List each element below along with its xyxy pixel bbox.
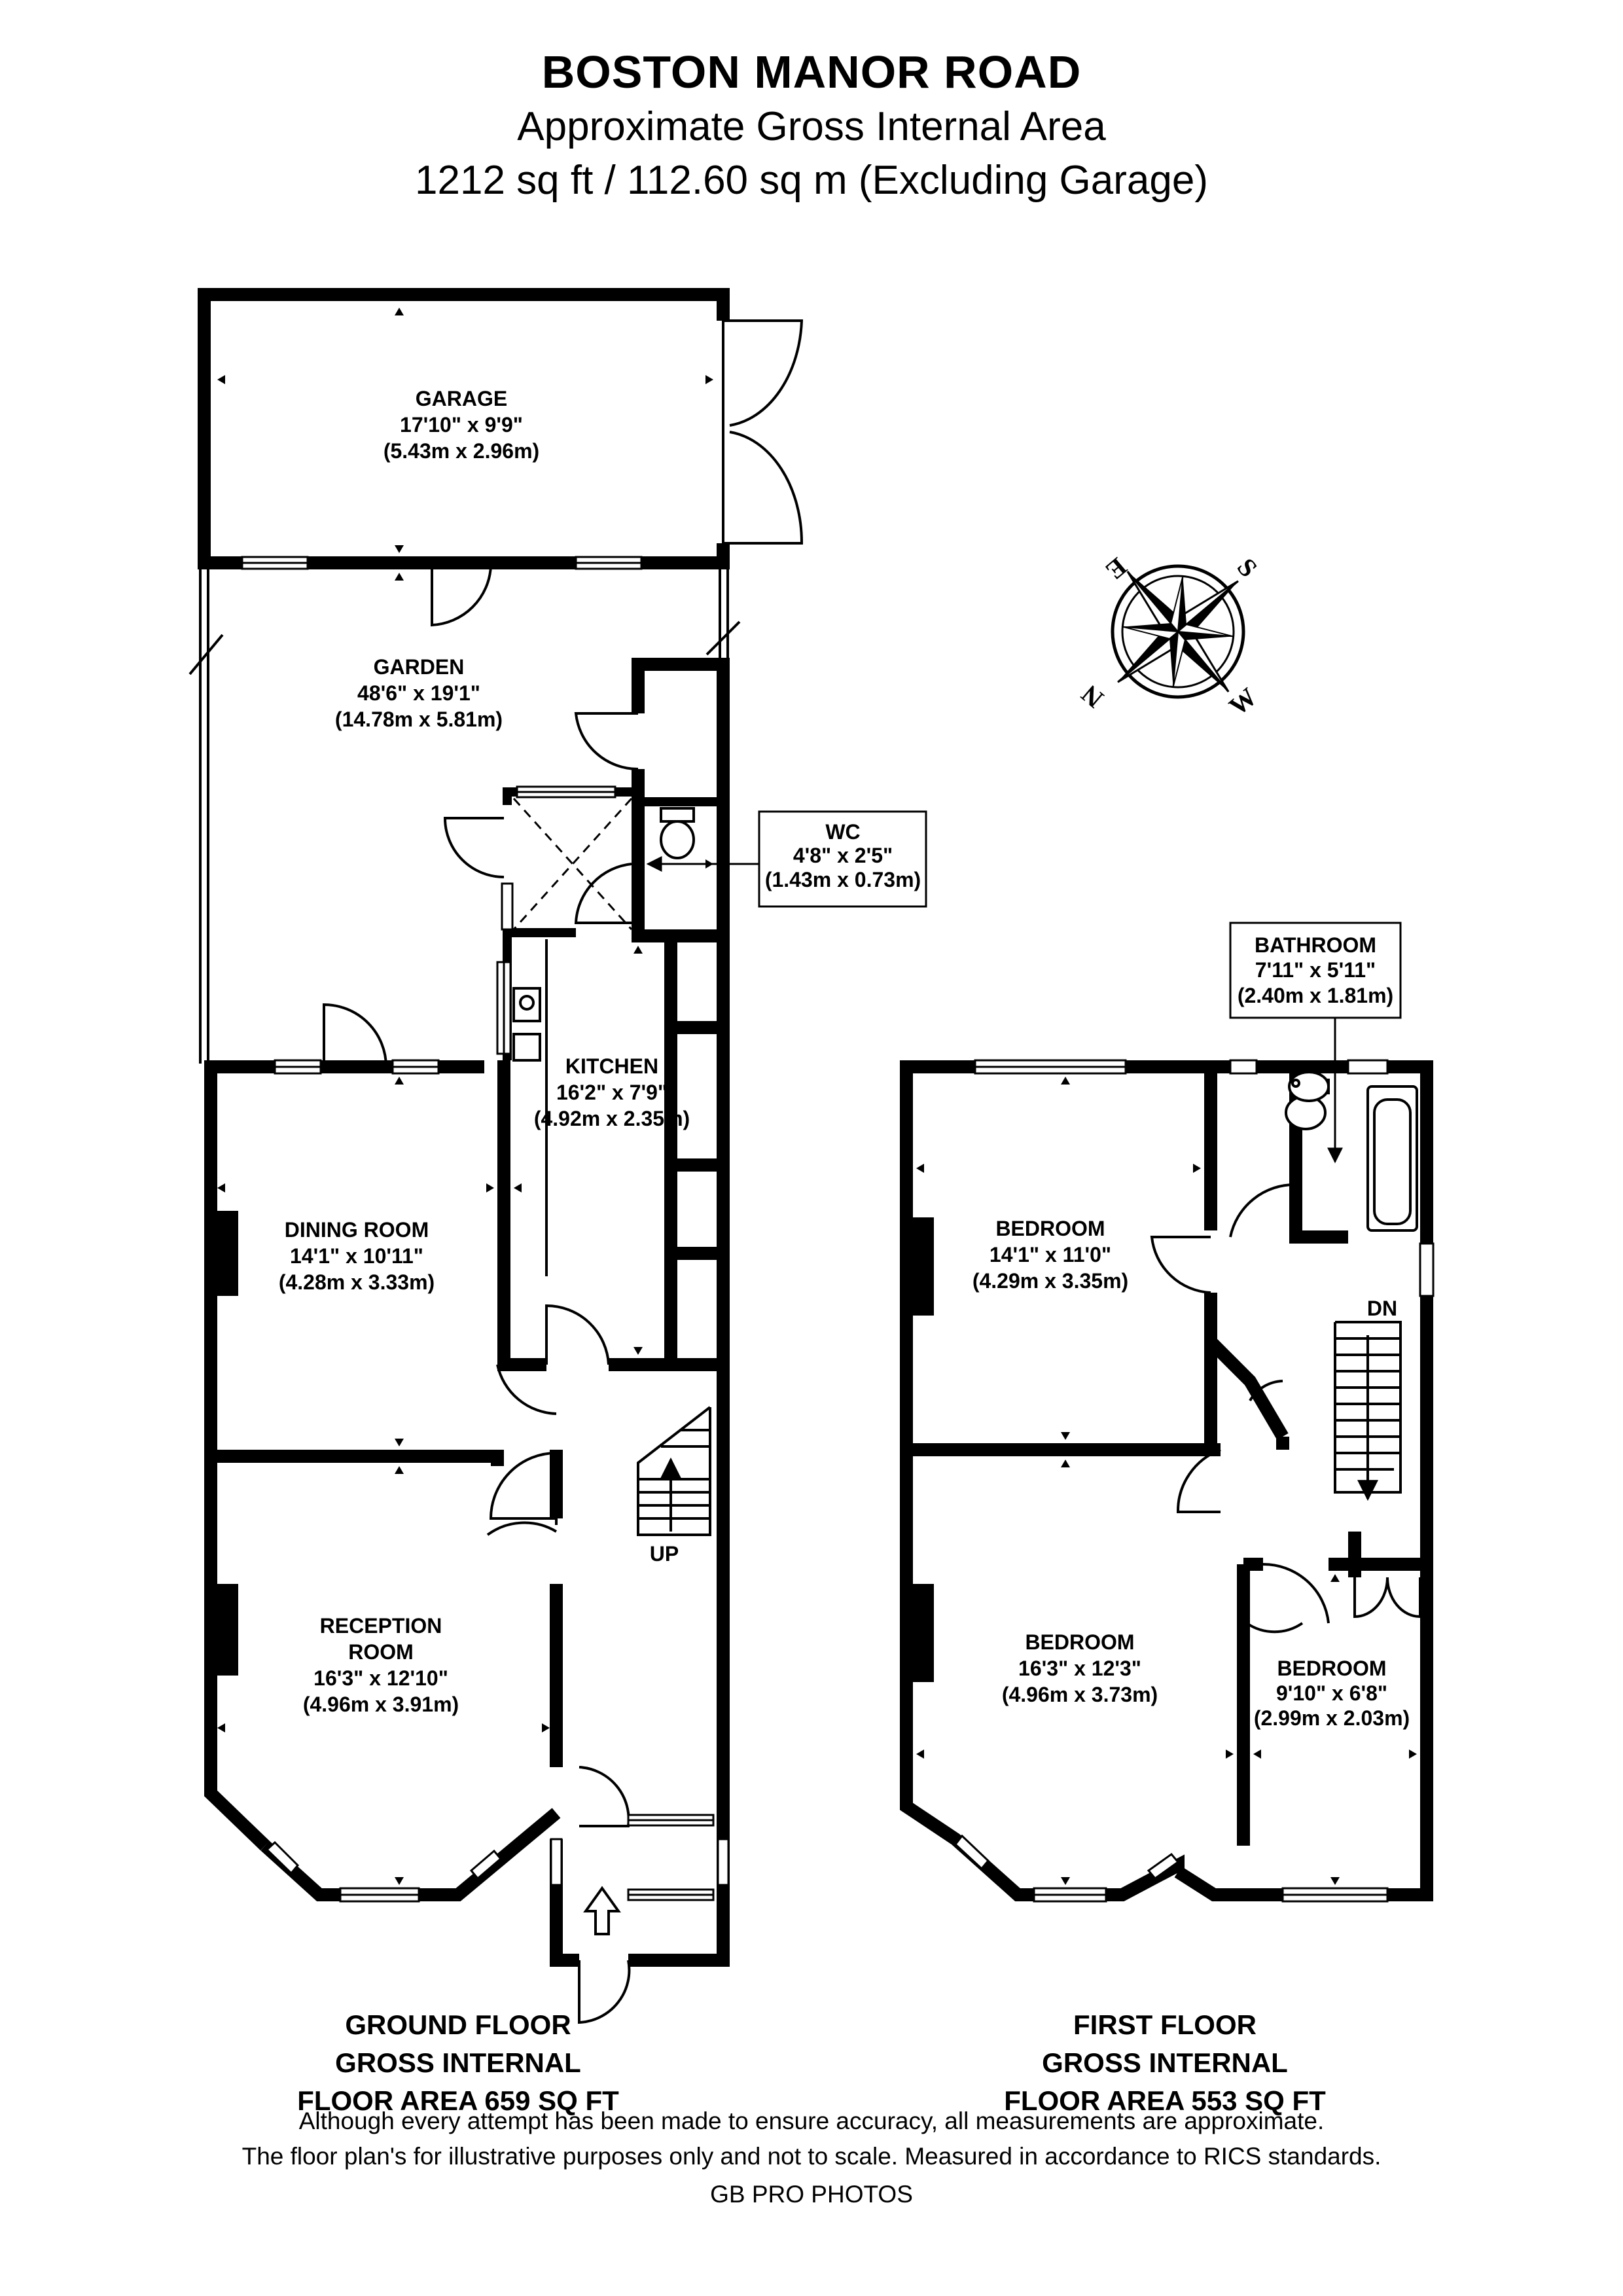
reception-bay-windows xyxy=(265,1840,503,1903)
compass-s: S xyxy=(1232,552,1264,583)
reception-imperial: 16'3" x 12'10" xyxy=(313,1666,448,1690)
bedroom3-metric: (2.99m x 2.03m) xyxy=(1254,1706,1410,1730)
compass-n: N xyxy=(1075,679,1109,714)
bedroom3-imperial: 9'10" x 6'8" xyxy=(1276,1681,1387,1705)
first-floor-fireplaces xyxy=(913,1217,934,1682)
stairs-up xyxy=(637,1406,711,1536)
dining-fireplace xyxy=(217,1211,238,1296)
dining-metric: (4.28m x 3.33m) xyxy=(279,1270,435,1294)
bedroom2-name: BEDROOM xyxy=(1025,1630,1134,1654)
ground-floor-label: GROUND FLOOR GROSS INTERNAL FLOOR AREA 6… xyxy=(249,2006,668,2120)
ground-floor-line-1: GROUND FLOOR xyxy=(345,2009,571,2040)
entrance-arrow-icon xyxy=(583,1886,621,1935)
kitchen-name: KITCHEN xyxy=(565,1054,658,1078)
bathroom-imperial: 7'11" x 5'11" xyxy=(1255,958,1376,982)
compass-rose-icon xyxy=(1111,564,1245,699)
bathroom-fixtures xyxy=(1285,1071,1418,1232)
ground-floor-plan xyxy=(188,288,804,2024)
lobby-doors xyxy=(443,712,639,924)
dining-garden-door xyxy=(323,1003,387,1067)
disclaimer-line-2: The floor plan's for illustrative purpos… xyxy=(241,2143,1382,2170)
porch-windows xyxy=(550,1814,730,1901)
ground-floor-walls xyxy=(204,658,730,1967)
bedroom1-name: BEDROOM xyxy=(995,1217,1105,1240)
reception-name-1: RECEPTION xyxy=(320,1614,442,1638)
bedroom3-name: BEDROOM xyxy=(1277,1657,1386,1680)
wc-toilet-icon xyxy=(660,807,695,859)
first-floor-walls xyxy=(900,1060,1433,1901)
garage-windows xyxy=(241,556,643,570)
stairs-down xyxy=(1334,1321,1402,1501)
reception-name-2: ROOM xyxy=(348,1640,414,1664)
garage-imperial: 17'10" x 9'9" xyxy=(400,413,523,437)
garden-metric: (14.78m x 5.81m) xyxy=(335,708,503,731)
bathroom-callout xyxy=(1229,922,1402,1164)
garage-walls xyxy=(198,288,730,569)
first-floor-line-2: GROSS INTERNAL xyxy=(1042,2047,1288,2078)
first-floor-line-1: FIRST FLOOR xyxy=(1073,2009,1257,2040)
kitchen-window xyxy=(496,961,512,1055)
garden-fences xyxy=(188,569,741,1064)
kitchen-worktop xyxy=(512,939,548,1276)
bedroom2-imperial: 16'3" x 12'3" xyxy=(1018,1657,1141,1680)
wc-metric: (1.43m x 0.73m) xyxy=(765,868,921,891)
wc-callout xyxy=(646,810,927,908)
garage-doors xyxy=(722,319,804,545)
garage-name: GARAGE xyxy=(416,387,507,410)
compass-e: E xyxy=(1100,552,1132,586)
bathroom-name: BATHROOM xyxy=(1255,933,1376,957)
garage-garden-door xyxy=(431,565,492,627)
bathroom-metric: (2.40m x 1.81m) xyxy=(1238,984,1393,1007)
first-floor-line-3: FLOOR AREA 553 SQ FT xyxy=(1004,2085,1326,2116)
kitchen-metric: (4.92m x 2.35m) xyxy=(534,1107,690,1130)
hall-doors xyxy=(486,1304,610,1536)
garage-metric: (5.43m x 2.96m) xyxy=(383,439,539,463)
lobby-skylight xyxy=(512,797,633,931)
kitchen-imperial: 16'2" x 7'9" xyxy=(556,1081,668,1104)
room-labels: GARAGE 17'10" x 9'9" (5.43m x 2.96m) GAR… xyxy=(279,387,1410,1730)
dining-name: DINING ROOM xyxy=(285,1218,429,1242)
first-floor-plan xyxy=(900,1059,1435,1903)
wc-name: WC xyxy=(825,820,860,844)
plan-title: BOSTON MANOR ROAD xyxy=(541,46,1082,98)
dining-windows xyxy=(274,1059,440,1075)
garden-imperial: 48'6" x 19'1" xyxy=(357,681,480,705)
lobby-window xyxy=(501,785,616,931)
reception-fireplace xyxy=(217,1584,238,1676)
wc-imperial: 4'8" x 2'5" xyxy=(793,844,893,867)
dining-imperial: 14'1" x 10'11" xyxy=(290,1244,423,1268)
disclaimer-line-1: Although every attempt has been made to … xyxy=(298,2108,1325,2134)
ground-floor-line-3: FLOOR AREA 659 SQ FT xyxy=(297,2085,619,2116)
first-floor-windows xyxy=(954,1059,1435,1903)
compass-w: W xyxy=(1223,682,1262,721)
bedroom2-metric: (4.96m x 3.73m) xyxy=(1002,1683,1158,1706)
garden-name: GARDEN xyxy=(374,655,465,679)
stairs-down-label: DN xyxy=(1367,1297,1397,1320)
reception-metric: (4.96m x 3.91m) xyxy=(303,1693,459,1716)
credit-line: GB PRO PHOTOS xyxy=(710,2181,913,2208)
plan-subtitle: Approximate Gross Internal Area xyxy=(517,104,1106,149)
first-floor-doors xyxy=(1150,1183,1421,1634)
first-dimension-ticks xyxy=(916,1077,1417,1885)
bedroom1-imperial: 14'1" x 11'0" xyxy=(990,1243,1111,1266)
bedroom1-metric: (4.29m x 3.35m) xyxy=(972,1269,1128,1293)
total-area: 1212 sq ft / 112.60 sq m (Excluding Gara… xyxy=(415,158,1208,203)
ground-floor-line-2: GROSS INTERNAL xyxy=(335,2047,581,2078)
stairs-up-label: UP xyxy=(650,1542,679,1566)
first-floor-label: FIRST FLOOR GROSS INTERNAL FLOOR AREA 55… xyxy=(955,2006,1374,2120)
